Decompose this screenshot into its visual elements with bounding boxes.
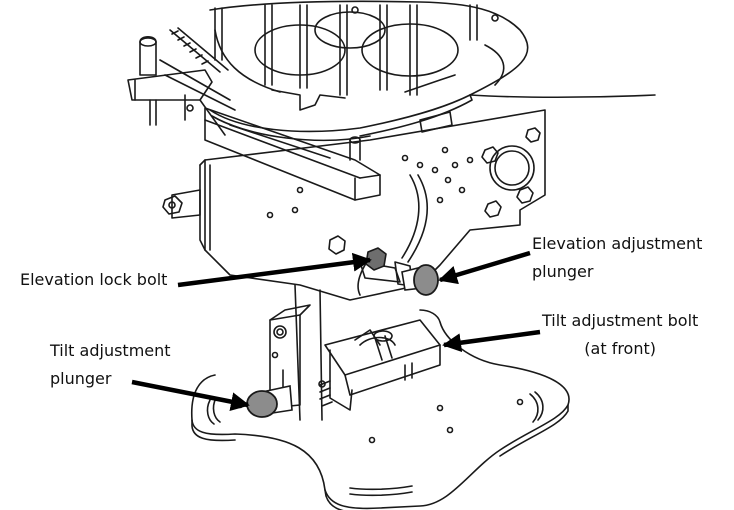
turntable-plate bbox=[209, 0, 656, 142]
label-elevation-adjustment-plunger: Elevation adjustment plunger bbox=[532, 230, 702, 286]
arrow-elevation-lock-bolt bbox=[177, 252, 372, 288]
label-line: (at front) bbox=[584, 339, 656, 358]
arrow-tilt-adjustment-bolt bbox=[442, 329, 541, 353]
label-line: plunger bbox=[50, 369, 112, 388]
label-line: Tilt adjustment bbox=[50, 341, 171, 360]
label-line: Elevation lock bolt bbox=[20, 270, 168, 289]
label-tilt-adjustment-plunger: Tilt adjustment plunger bbox=[50, 337, 171, 393]
base-plate bbox=[190, 309, 570, 510]
elevation-adjustment-knob bbox=[401, 264, 439, 296]
label-tilt-adjustment-bolt: Tilt adjustment bolt (at front) bbox=[542, 307, 698, 363]
cross-bar bbox=[204, 107, 381, 201]
callout-arrows bbox=[131, 250, 541, 411]
label-elevation-lock-bolt: Elevation lock bolt bbox=[20, 266, 167, 294]
label-line: Elevation adjustment bbox=[532, 234, 703, 253]
tilt-bracket bbox=[318, 319, 441, 411]
arrow-elevation-adjustment-plunger bbox=[438, 250, 531, 285]
arrow-tilt-adjustment-plunger bbox=[131, 379, 250, 411]
tilt-adjustment-knob bbox=[246, 385, 293, 418]
left-linkage-arm bbox=[127, 27, 236, 136]
label-line: plunger bbox=[532, 262, 594, 281]
label-line: Tilt adjustment bolt bbox=[542, 311, 699, 330]
